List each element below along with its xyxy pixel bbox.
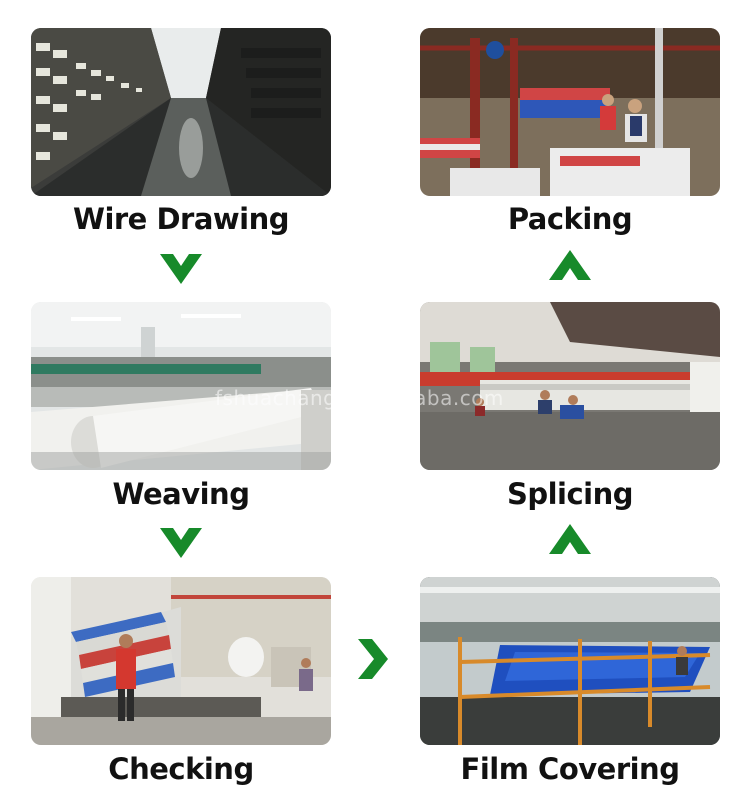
packing-photo (420, 28, 720, 196)
packing-label: Packing (420, 202, 720, 236)
arrow-down-icon (160, 518, 202, 564)
weaving-label: Weaving (31, 477, 331, 511)
wire-drawing-photo (31, 28, 331, 196)
checking-photo (31, 577, 331, 745)
film-covering-photo (420, 577, 720, 745)
arrow-up-icon (549, 518, 591, 564)
splicing-label: Splicing (420, 477, 720, 511)
wire-drawing-label: Wire Drawing (31, 202, 331, 236)
arrow-down-icon (160, 244, 202, 290)
film-covering-label: Film Covering (420, 752, 720, 786)
arrow-up-icon (549, 244, 591, 290)
arrow-right-icon (350, 637, 396, 681)
watermark-text: fshuachang.en.alibaba.com (215, 386, 504, 410)
checking-label: Checking (31, 752, 331, 786)
